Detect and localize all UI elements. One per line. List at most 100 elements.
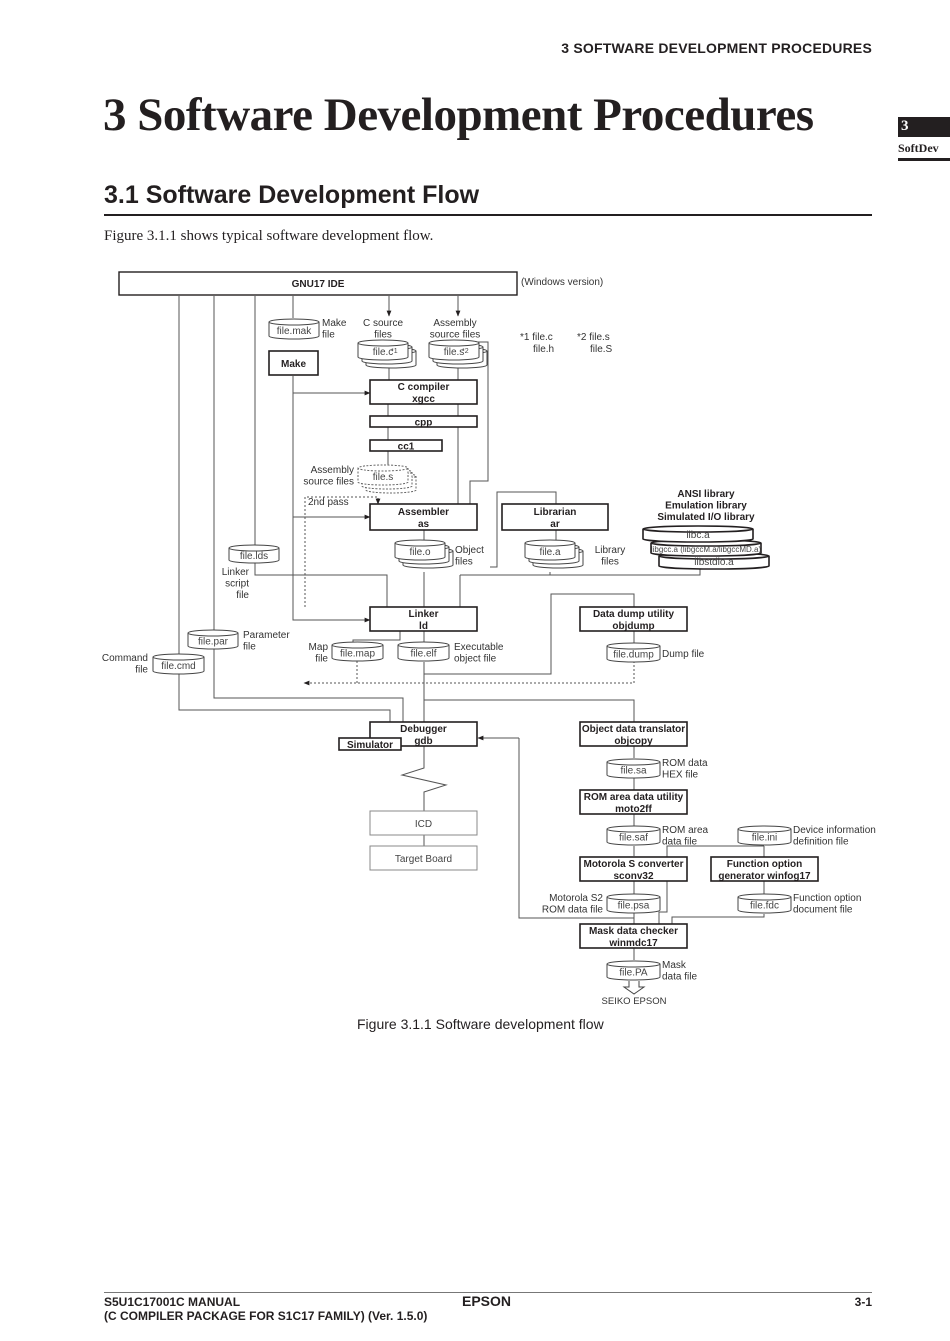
library-group-title: ANSI library	[677, 489, 735, 500]
file-elf-label: file.elf	[410, 649, 436, 660]
fdc-to-winmdc17	[671, 914, 765, 924]
file-elf-desc: Executable	[454, 642, 504, 653]
file-psa-desc: ROM data file	[542, 905, 604, 916]
file-par-desc: file	[243, 642, 256, 653]
file-sa-desc: HEX file	[662, 770, 699, 781]
linker-box-label: ld	[419, 621, 428, 632]
elf-to-objcopy-line	[424, 699, 635, 722]
second-pass-line	[304, 496, 381, 607]
file-saf-desc: data file	[662, 837, 697, 848]
library-file-label-1: libgcc.a (libgccM.a/libgccMD.a)	[651, 545, 762, 554]
note-2-line-1: *2 file.s	[577, 332, 610, 343]
file-par-desc: Parameter	[243, 630, 290, 641]
sconv32-box-label: sconv32	[613, 871, 653, 882]
file-a-label: file.a	[539, 547, 561, 558]
cc1-box-label: cc1	[398, 442, 415, 453]
file-lds-desc: script	[225, 579, 249, 590]
file-ini-label: file.ini	[752, 833, 778, 844]
librarian-box-label: Librarian	[534, 507, 577, 518]
file-a-desc: files	[601, 557, 619, 568]
file-fdc-desc: Function option	[793, 893, 861, 904]
file-ini-desc: definition file	[793, 837, 849, 848]
file-c-desc: C source	[363, 318, 403, 329]
file-s-intermediate-label: file.s	[373, 472, 394, 483]
make-box	[268, 350, 319, 376]
ide-to-debugger-line-2	[213, 296, 404, 722]
note-1-line-1: *1 file.c	[520, 332, 553, 343]
file-mak-label: file.mak	[277, 326, 312, 337]
footer-manual-title: S5U1C17001C MANUAL (C COMPILER PACKAGE F…	[104, 1295, 427, 1323]
file-psa-desc: Motorola S2	[549, 893, 603, 904]
ide-to-linker-line	[254, 296, 388, 607]
page-number: 3-1	[854, 1295, 872, 1309]
moto2ff-box	[579, 789, 688, 815]
objcopy-box-label: objcopy	[614, 736, 653, 747]
chapter-side-tab: 3 SoftDev	[898, 117, 950, 161]
library-file-label-0: libc.a	[686, 530, 710, 541]
file-s-note-mark: *2	[462, 348, 469, 355]
file-pa-label: file.PA	[619, 968, 647, 979]
c-compiler-box	[369, 379, 478, 405]
file-pa	[606, 960, 661, 981]
file-lds-desc: file	[236, 590, 249, 601]
objdump-box	[579, 606, 688, 632]
file-dump-label: file.dump	[613, 650, 654, 661]
file-elf	[397, 641, 450, 662]
assembler-box	[369, 503, 478, 531]
file-c-note-mark: *1	[391, 348, 398, 355]
windows-version-note: (Windows version)	[521, 277, 603, 288]
file-s-intermediate-desc: Assembly	[311, 465, 354, 476]
assembler-box-label: as	[418, 519, 430, 530]
gnu17-ide-box	[118, 271, 518, 296]
file-mak-desc: Make	[322, 318, 347, 329]
file-mak	[268, 318, 320, 340]
file-cmd-desc: Command	[102, 653, 148, 664]
checker-to-debugger-return	[518, 738, 634, 919]
file-o-desc: files	[455, 557, 473, 568]
ide-to-debugger-line-1	[178, 296, 391, 722]
file-fdc	[737, 893, 792, 914]
dump-dotted-return	[303, 661, 635, 686]
file-a	[524, 539, 576, 561]
chapter-title: 3 Software Development Procedures	[103, 89, 814, 141]
footer-manual-line1: S5U1C17001C MANUAL	[104, 1295, 241, 1309]
file-s	[428, 339, 480, 361]
file-s-intermediate-desc: source files	[303, 477, 354, 488]
footer-brand: EPSON	[462, 1293, 512, 1309]
running-head: 3 SOFTWARE DEVELOPMENT PROCEDURES	[561, 40, 872, 56]
file-psa-label: file.psa	[618, 901, 650, 912]
file-s-intermediate	[357, 464, 409, 486]
file-cmd	[152, 653, 205, 675]
file-lds-label: file.lds	[240, 551, 268, 562]
libraries-to-linker-line	[460, 568, 701, 576]
file-cmd-label: file.cmd	[161, 661, 195, 672]
debugger-box-label: gdb	[414, 736, 432, 747]
file-dump-desc: Dump file	[662, 649, 705, 660]
file-ini-desc: Device information	[793, 825, 876, 836]
file-saf-label: file.saf	[619, 833, 648, 844]
file-dump	[606, 642, 661, 663]
file-map	[331, 641, 384, 662]
winfog17-box-label: Function option	[727, 859, 803, 870]
file-fdc-label: file.fdc	[750, 901, 779, 912]
target-board-box-label: Target Board	[395, 854, 452, 865]
file-psa	[606, 893, 661, 914]
file-sa	[606, 758, 661, 779]
winfog17-box-label: generator winfog17	[718, 871, 811, 882]
file-s-desc: Assembly	[433, 318, 476, 329]
file-map-desc: file	[315, 654, 328, 665]
file-map-label: file.map	[340, 649, 375, 660]
object-to-librarian-line	[490, 491, 557, 568]
sconv32-box	[579, 856, 688, 882]
footer-manual-line2: (C COMPILER PACKAGE FOR S1C17 FAMILY) (V…	[104, 1309, 428, 1323]
file-o-label: file.o	[409, 547, 431, 558]
linker-box-label: Linker	[408, 609, 438, 620]
icd-box	[369, 810, 478, 836]
seiko-epson-label: SEIKO EPSON	[602, 996, 667, 1007]
elf-to-objdump-line	[424, 593, 635, 675]
second-pass-label: 2nd pass	[308, 497, 349, 508]
winfog17-box	[710, 856, 819, 882]
ini-to-winmdc17	[658, 845, 764, 924]
objdump-box-label: objdump	[612, 621, 654, 632]
